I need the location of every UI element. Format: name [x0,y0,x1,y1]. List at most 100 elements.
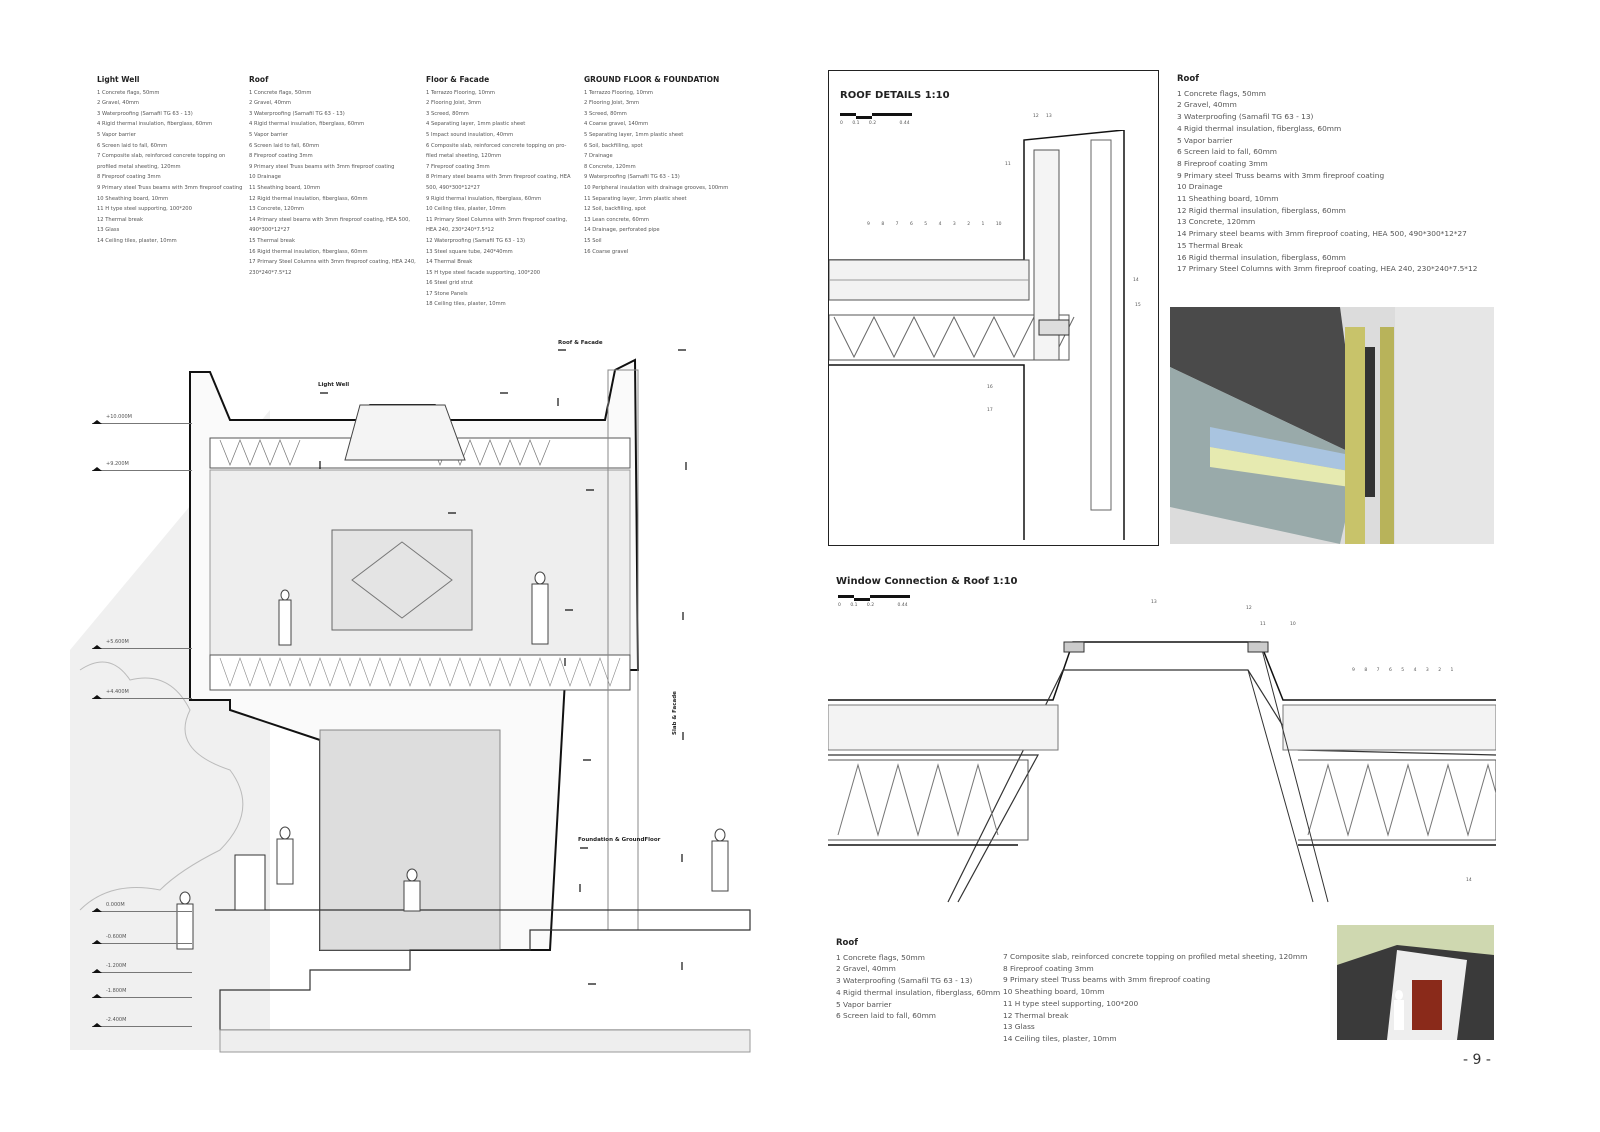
callout: 9 [1352,668,1355,673]
legend-item: 5 Vapor barrier [249,131,288,138]
scale-tick: 0.1 [852,121,860,126]
level-label: +4.400M [106,689,129,695]
legend-item: 8 Primary steel beams with 3mm fireproof… [426,174,571,181]
legend-item: 3 Waterproofing (Samafil TG 63 - 13) [1177,112,1314,122]
legend-item: 11 H type steel supporting, 100*200 [1003,998,1139,1008]
level-triangle-icon [92,908,102,912]
legend-item: 5 Separating layer, 1mm plastic sheet [584,131,684,138]
legend-item: 8 Fireproof coating 3mm [1003,963,1094,973]
legend-item: 9 Primary steel Truss beams with 3mm fir… [249,163,395,170]
tag-slab-facade: Slab & Facade [672,691,678,735]
legend-item: 10 Drainage [1177,182,1223,192]
legend-item: 7 Composite slab, reinforced concrete to… [1003,952,1308,961]
legend-item: 6 Screen laid to fall, 60mm [836,1011,936,1021]
ground-steps [215,909,751,1031]
callout: 3 [952,222,956,227]
legend-item: 13 Steel square tube, 240*40mm [426,248,513,255]
legend-title: Roof [249,75,269,84]
level-label: +9.200M [106,461,129,467]
light-well-3d-render [1337,925,1494,1040]
legend-item: 18 Ceiling tiles, plaster, 10mm [426,301,506,308]
building-section-drawing [70,349,751,1053]
legend-item: profiled metal sheeting, 120mm [97,163,181,170]
legend-item: 8 Concrete, 120mm [584,163,636,170]
legend-title: Floor & Facade [426,75,490,84]
scale-tick: 0.1 [850,603,858,608]
legend-item: 3 Waterproofing (Samafil TG 63 - 13) [836,976,973,986]
legend-item: 1 Concrete flags, 50mm [1177,88,1266,98]
callout: 5 [1401,668,1405,673]
legend-item: 4 Separating layer, 1mm plastic sheet [426,121,526,128]
legend-item: 7 Fireproof coating 3mm [426,163,490,170]
legend-item: 5 Vapor barrier [1177,135,1233,145]
legend-item: 6 Composite slab, reinforced concrete to… [426,142,567,149]
level-marker: -2.400M [92,1017,192,1027]
scale-tick: 0 [840,121,843,126]
legend-item: 7 Composite slab, reinforced concrete to… [97,153,226,160]
legend-item: 4 Rigid thermal insulation, fiberglass, … [1177,123,1342,133]
callout: 13 [1151,600,1157,605]
legend-item: 11 Sheathing board, 10mm [1177,194,1279,204]
level-triangle-icon [92,467,102,471]
level-marker: +4.400M [92,689,192,699]
legend-item: 10 Sheathing board, 10mm [1003,987,1105,997]
legend-item: 13 Glass [1003,1022,1035,1032]
tag-roof-facade: Roof & Facade [558,340,603,346]
callout: 13 [1046,114,1052,119]
legend-item: 7 Drainage [584,153,613,160]
legend-item: 230*240*7.5*12 [249,269,292,276]
legend-title: Roof [836,938,858,948]
legend-item: 12 Waterproofing (Samafil TG 63 - 13) [426,237,526,244]
legend-item: 1 Concrete flags, 50mm [836,952,925,962]
legend-item: 9 Rigid thermal insulation, fiberglass, … [426,195,542,202]
roof-details-frame [828,70,1159,546]
callout: 12 [1033,114,1039,119]
floor-truss-web [219,657,621,687]
legend-item: 3 Screed, 80mm [426,110,469,117]
legend-item: 6 Soil, backfilling, spot [584,142,643,149]
legend-item: 12 Rigid thermal insulation, fiberglass,… [249,195,368,202]
legend-item: 13 Concrete, 120mm [249,206,304,213]
legend-item: 2 Gravel, 40mm [249,100,291,107]
level-triangle-icon [92,994,102,998]
window-detail-drawing [828,641,1496,903]
tag-foundation: Foundation & GroundFloor [578,837,661,843]
level-label: -2.400M [106,1017,127,1023]
legend-item: 10 Sheathing board, 10mm [97,195,169,202]
callout: 4 [1413,668,1417,673]
level-marker: -1.800M [92,988,192,998]
callout: 11 [1260,622,1266,627]
level-triangle-icon [92,1023,102,1027]
legend-item: 15 Thermal Break [1177,240,1243,250]
window-connection-title: Window Connection & Roof 1:10 [836,576,1018,587]
carpet-artwork [331,529,473,631]
callout: 16 [987,385,993,390]
legend-item: 2 Gravel, 40mm [97,100,139,107]
legend-item: 15 Soil [584,237,602,244]
level-marker: -0.600M [92,934,192,944]
legend-item: 1 Concrete flags, 50mm [97,89,160,96]
legend-item: 1 Concrete flags, 50mm [249,89,312,96]
legend-item: 13 Concrete, 120mm [1177,217,1256,227]
level-triangle-icon [92,645,102,649]
legend-title: Light Well [97,75,140,84]
scale-tick: 0.44 [899,121,910,126]
legend-item: 6 Screen laid to fall, 60mm [249,142,320,149]
legend-item: 6 Screen laid to fall, 60mm [97,142,168,149]
legend-item: 16 Steel grid strut [426,280,474,287]
legend-item: 5 Impact sound insulation, 40mm [426,131,514,138]
legend-item: 490*300*12*27 [249,227,290,234]
level-triangle-icon [92,940,102,944]
level-marker: -1.200M [92,963,192,973]
door [234,854,266,911]
callout: 7 [895,222,899,227]
legend-item: 1 Terrazzo Flooring, 10mm [426,89,495,96]
window-callouts-top: 9 8 7 6 5 4 3 2 1 [1352,668,1453,673]
legend-item: 11 Separating layer, 1mm plastic sheet [584,195,687,202]
legend-item: 12 Rigid thermal insulation, fiberglass,… [1177,205,1346,215]
